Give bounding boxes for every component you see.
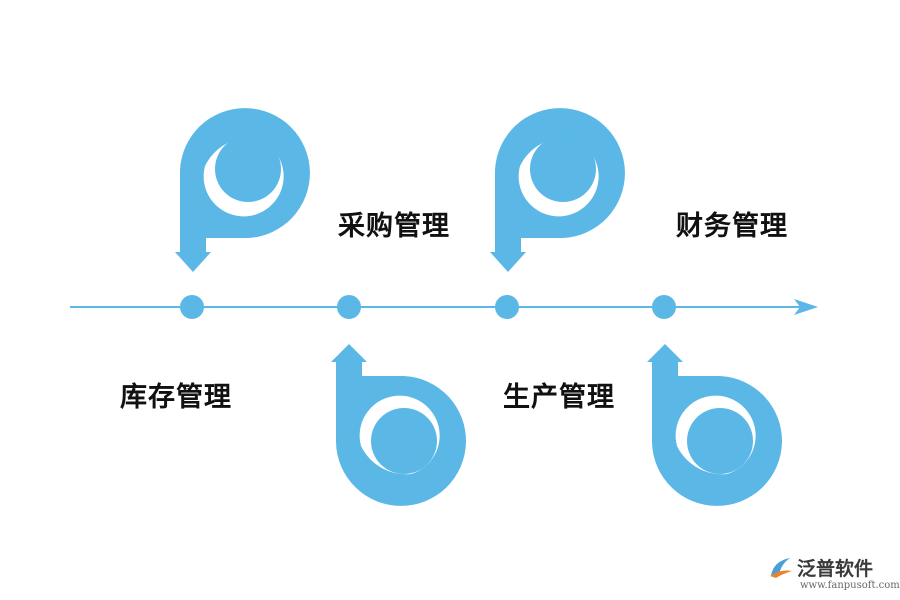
fanpu-logo-icon (770, 558, 792, 578)
timeline-arrowhead (794, 299, 818, 315)
brand-watermark: 泛普软件 www.fanpusoft.com (768, 553, 900, 597)
step-label-purchasing: 采购管理 (338, 211, 450, 242)
step-label-finance: 财务管理 (676, 211, 788, 242)
b-arrow-icon-1 (331, 344, 466, 506)
milestone-dot-1 (180, 295, 204, 319)
p-arrow-icon-2 (490, 108, 625, 272)
milestone-dot-3 (495, 295, 519, 319)
step-label-production: 生产管理 (503, 382, 615, 413)
brand-name: 泛普软件 (797, 558, 874, 580)
milestone-dot-4 (652, 295, 676, 319)
milestone-dot-2 (337, 295, 361, 319)
p-arrow-icon-1 (175, 108, 310, 272)
step-label-inventory: 库存管理 (120, 382, 232, 413)
b-arrow-icon-2 (647, 344, 782, 506)
brand-url: www.fanpusoft.com (800, 580, 900, 591)
